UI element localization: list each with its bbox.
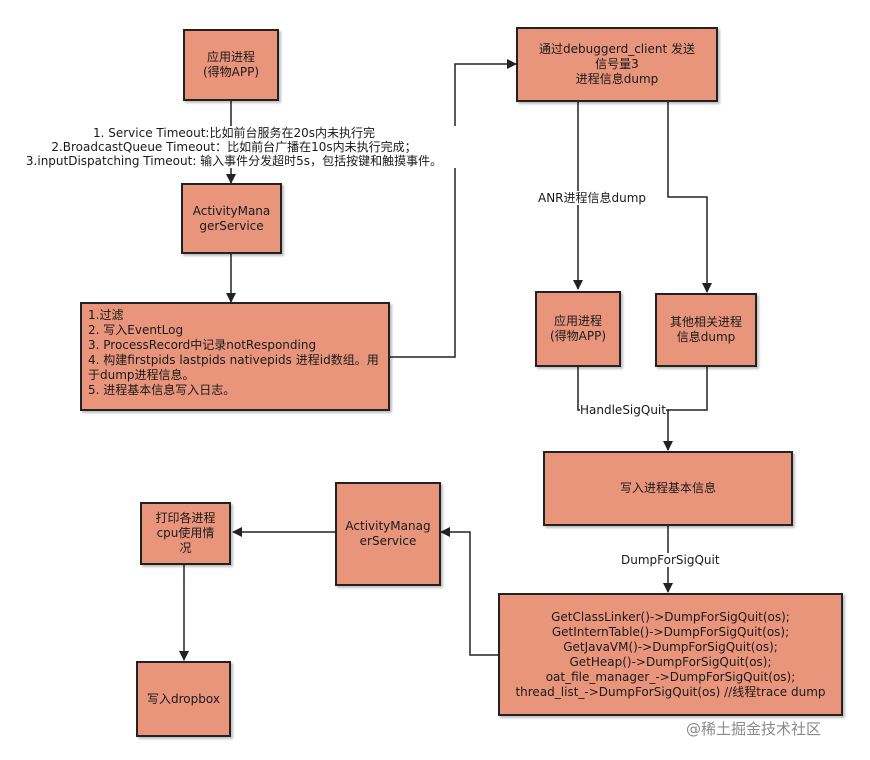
- node-app-process-top: 应用进程 (得物APP): [183, 29, 279, 101]
- node-write-basic-info: 写入进程基本信息: [543, 451, 793, 526]
- node-write-dropbox: 写入dropbox: [136, 661, 231, 737]
- node-dump-list: GetClassLinker()->DumpForSigQuit(os); Ge…: [498, 593, 843, 716]
- label-timeouts: 1. Service Timeout:比如前台服务在20s内未执行完 2.Bro…: [8, 126, 460, 168]
- node-app-process-right: 应用进程 (得物APP): [535, 291, 621, 367]
- label-dump-for-sigquit: DumpForSigQuit: [621, 553, 720, 567]
- node-debuggerd: 通过debuggerd_client 发送 信号量3 进程信息dump: [516, 27, 718, 102]
- label-anr-dump: ANR进程信息dump: [538, 191, 647, 205]
- node-other-process: 其他相关进程 信息dump: [655, 293, 757, 367]
- node-ams-bottom: ActivityManag erService: [335, 482, 441, 586]
- node-ams-top: ActivityMana gerService: [181, 183, 282, 254]
- edge-steps-to-debuggerd: [390, 59, 517, 358]
- label-handle-sigquit: HandleSigQuit: [580, 403, 666, 417]
- watermark: @稀土掘金技术社区: [686, 720, 822, 738]
- edge-other-to-write: [668, 367, 708, 411]
- edge-dump-to-ams: [440, 527, 498, 656]
- node-anr-steps: 1.过滤 2. 写入EventLog 3. ProcessRecord中记录no…: [80, 302, 390, 411]
- node-print-cpu: 打印各进程 cpu使用情 况: [140, 502, 231, 565]
- edge-debuggerd-to-other: [667, 102, 712, 293]
